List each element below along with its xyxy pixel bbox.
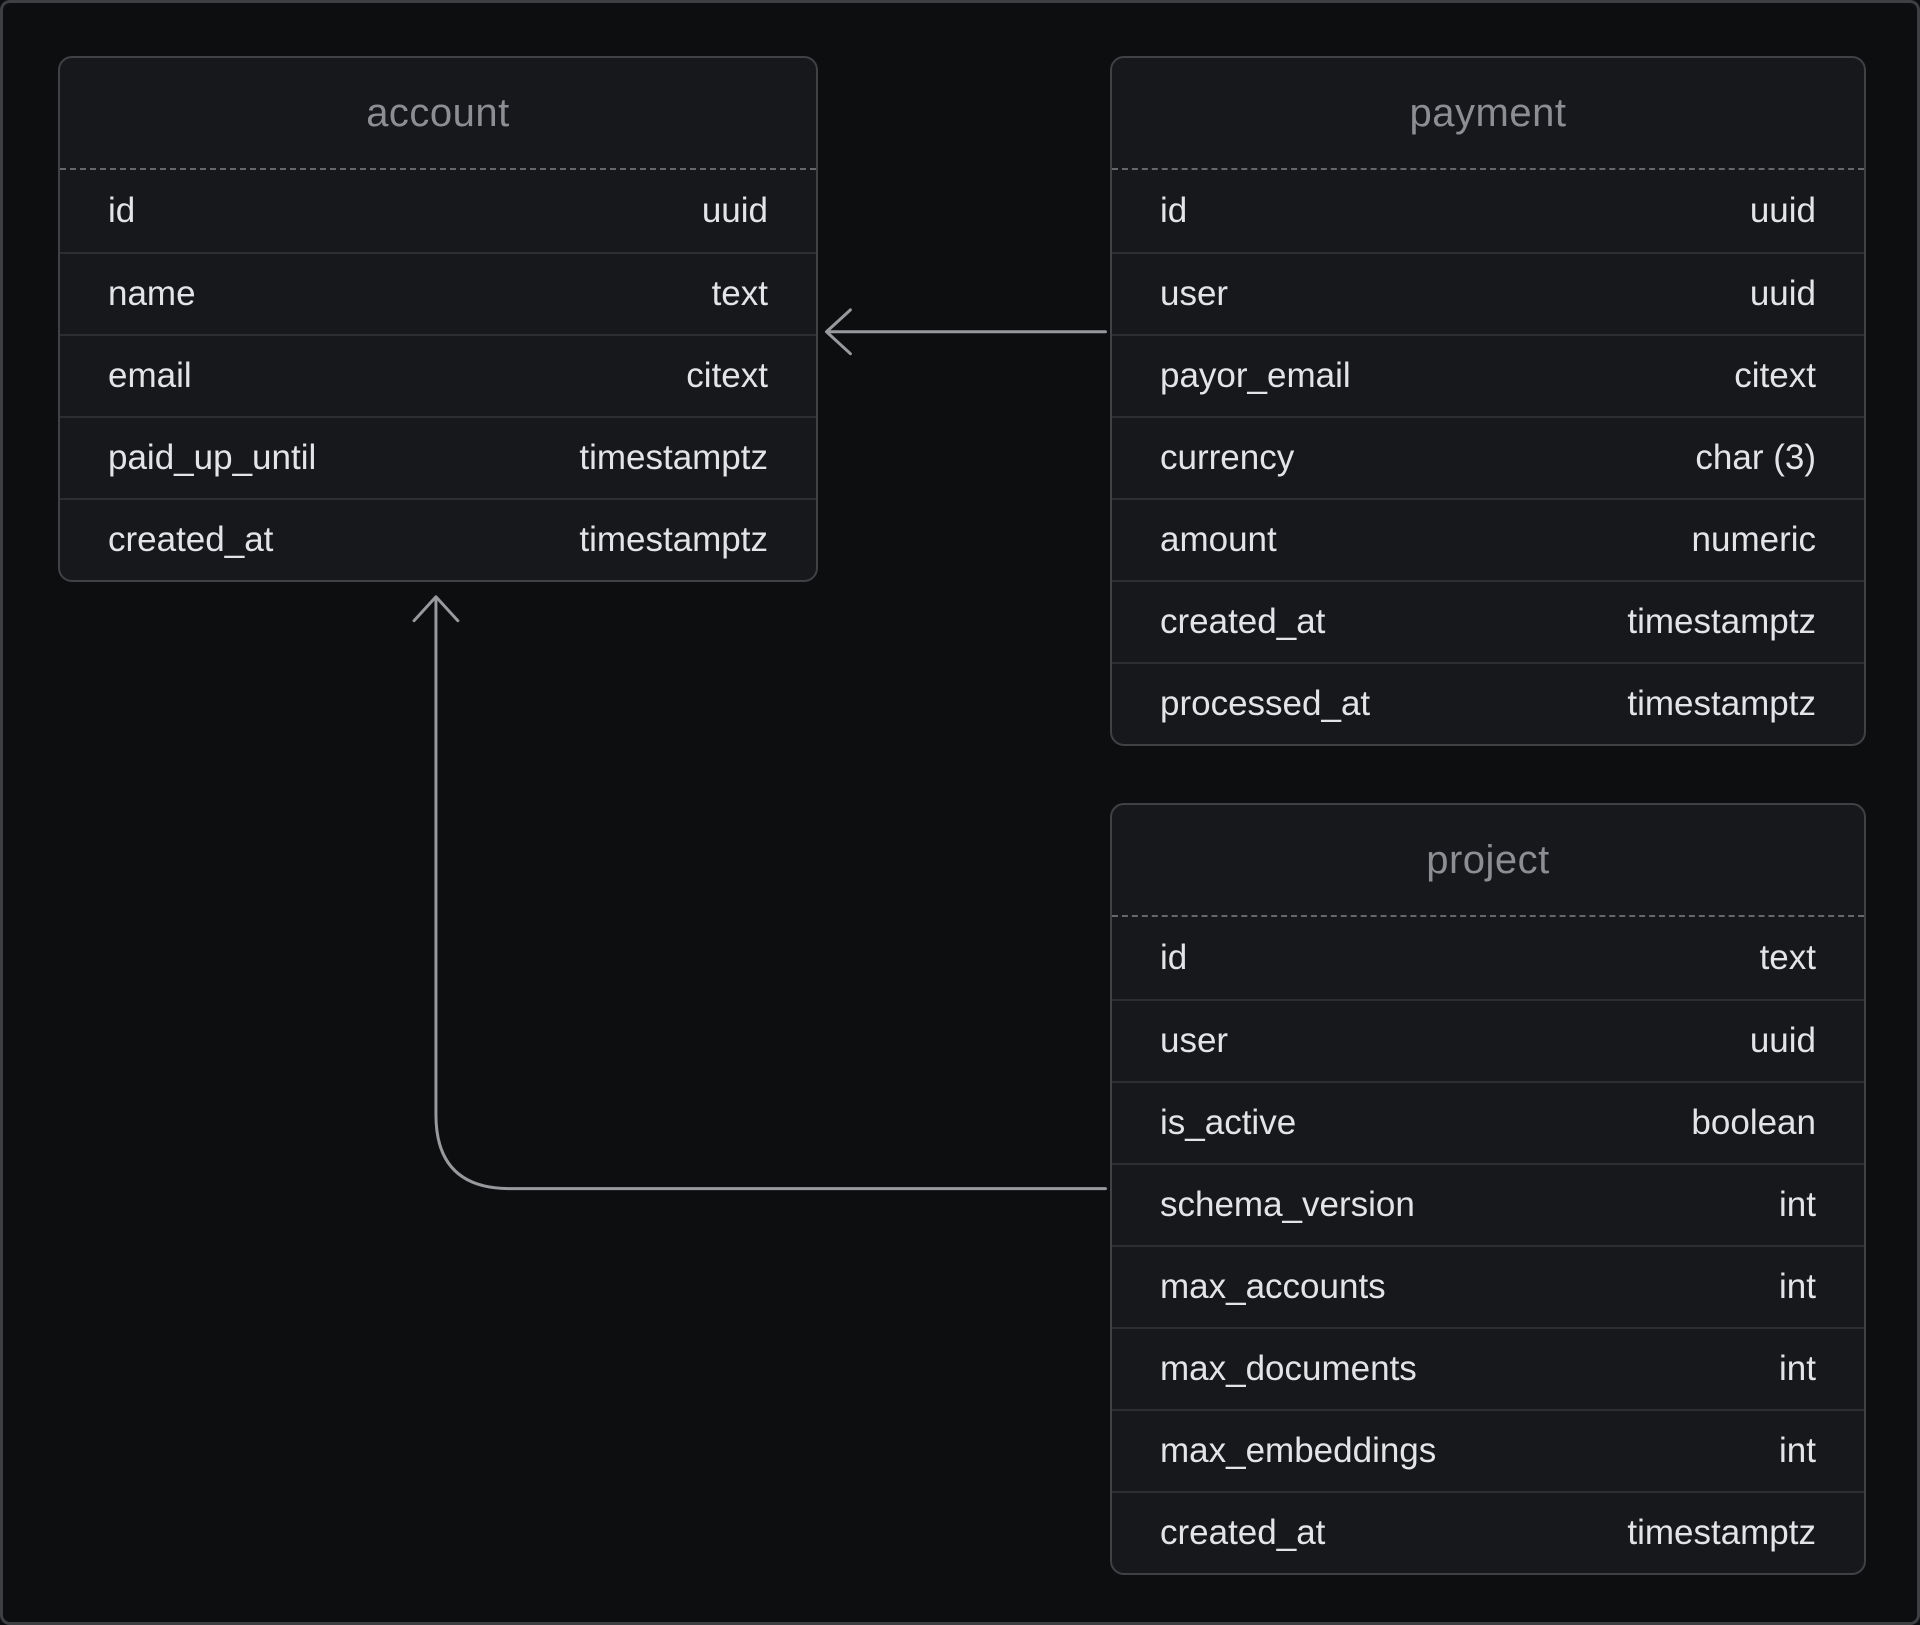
edge-project-to-account (434, 597, 1107, 1191)
column-name: created_at (108, 520, 274, 559)
table-row[interactable]: schema_version int (1112, 1163, 1864, 1245)
column-name: user (1160, 1021, 1229, 1060)
table-project[interactable]: project id text user uuid is_active boolean sc… (1110, 803, 1866, 1575)
column-type: timestamptz (579, 520, 768, 559)
table-row[interactable]: id uuid (1112, 170, 1864, 252)
column-name: user (1160, 274, 1229, 313)
table-row[interactable]: max_documents int (1112, 1327, 1864, 1409)
column-type: text (1759, 938, 1816, 977)
column-type: timestamptz (1627, 684, 1816, 723)
table-row[interactable]: payor_email citext (1112, 334, 1864, 416)
table-row[interactable]: id text (1112, 917, 1864, 999)
table-row[interactable]: max_accounts int (1112, 1245, 1864, 1327)
table-row[interactable]: processed_at timestamptz (1112, 662, 1864, 744)
table-account[interactable]: account id uuid name text email citext paid_up… (58, 56, 818, 582)
table-row[interactable]: created_at timestamptz (60, 498, 816, 580)
column-list: id text user uuid is_active boolean schema_ver… (1112, 917, 1864, 1573)
column-name: email (108, 356, 192, 395)
column-type: uuid (1749, 1021, 1816, 1060)
table-title: project (1112, 805, 1864, 917)
column-name: schema_version (1160, 1185, 1415, 1224)
column-type: timestamptz (1627, 602, 1816, 641)
table-row[interactable]: is_active boolean (1112, 1081, 1864, 1163)
column-type: timestamptz (579, 438, 768, 477)
table-row[interactable]: max_embeddings int (1112, 1409, 1864, 1491)
column-name: max_documents (1160, 1349, 1417, 1388)
column-name: max_embeddings (1160, 1431, 1437, 1470)
column-name: id (1160, 938, 1188, 977)
column-type: char (3) (1695, 438, 1816, 477)
edge-project-arrowhead-up-icon (412, 595, 460, 623)
column-name: name (108, 274, 196, 313)
column-type: numeric (1691, 520, 1816, 559)
column-type: boolean (1691, 1103, 1816, 1142)
table-row[interactable]: id uuid (60, 170, 816, 252)
column-type: uuid (1749, 191, 1816, 230)
table-row[interactable]: email citext (60, 334, 816, 416)
table-row[interactable]: amount numeric (1112, 498, 1864, 580)
column-name: currency (1160, 438, 1295, 477)
column-name: paid_up_until (108, 438, 317, 477)
table-title: account (60, 58, 816, 170)
column-type: timestamptz (1627, 1513, 1816, 1552)
column-name: max_accounts (1160, 1267, 1386, 1306)
table-row[interactable]: created_at timestamptz (1112, 1491, 1864, 1573)
column-name: amount (1160, 520, 1277, 559)
column-name: id (108, 191, 136, 230)
table-title: payment (1112, 58, 1864, 170)
table-row[interactable]: created_at timestamptz (1112, 580, 1864, 662)
column-name: is_active (1160, 1103, 1297, 1142)
column-name: created_at (1160, 1513, 1326, 1552)
table-row[interactable]: currency char (3) (1112, 416, 1864, 498)
column-type: int (1779, 1349, 1816, 1388)
column-name: id (1160, 191, 1188, 230)
table-payment[interactable]: payment id uuid user uuid payor_email citext c… (1110, 56, 1866, 746)
column-type: int (1779, 1267, 1816, 1306)
column-type: citext (686, 356, 768, 395)
table-row[interactable]: user uuid (1112, 999, 1864, 1081)
column-name: processed_at (1160, 684, 1371, 723)
column-type: uuid (701, 191, 768, 230)
column-type: citext (1734, 356, 1816, 395)
column-name: payor_email (1160, 356, 1351, 395)
column-type: text (711, 274, 768, 313)
table-row[interactable]: user uuid (1112, 252, 1864, 334)
edge-payment-arrowhead-left-icon (825, 308, 852, 356)
column-type: int (1779, 1431, 1816, 1470)
table-row[interactable]: paid_up_until timestamptz (60, 416, 816, 498)
column-type: uuid (1749, 274, 1816, 313)
column-name: created_at (1160, 602, 1326, 641)
table-row[interactable]: name text (60, 252, 816, 334)
column-type: int (1779, 1185, 1816, 1224)
